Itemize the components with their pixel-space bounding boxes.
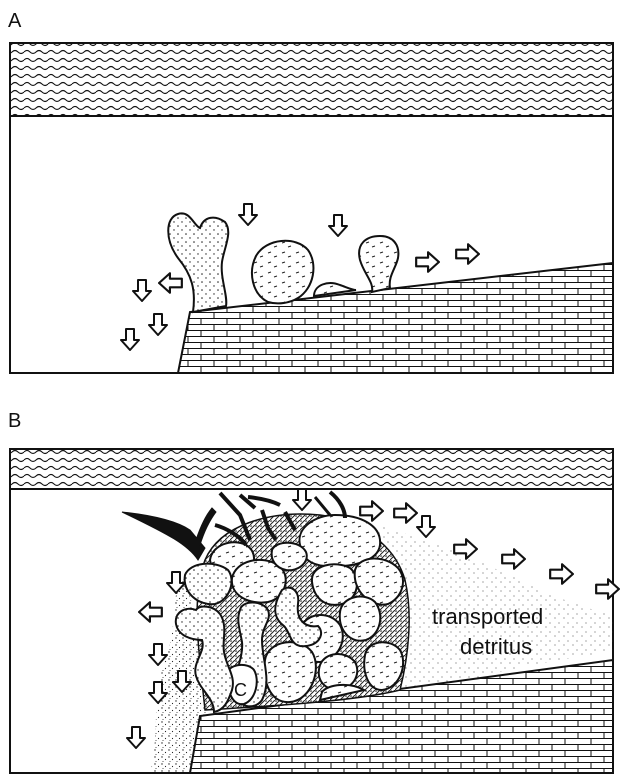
- reef-organism: [340, 597, 380, 641]
- panel-a-water: [10, 43, 613, 116]
- transported-detritus-label-line1: transported: [432, 604, 543, 629]
- panel-a-organism-2: [252, 241, 313, 304]
- panel-b: C transported detritus: [10, 449, 619, 773]
- cavity-label: C: [234, 680, 247, 700]
- panel-b-water: [10, 449, 613, 489]
- panel-a: [10, 43, 613, 373]
- transported-detritus-label-line2: detritus: [460, 634, 532, 659]
- reef-organism: [272, 543, 307, 571]
